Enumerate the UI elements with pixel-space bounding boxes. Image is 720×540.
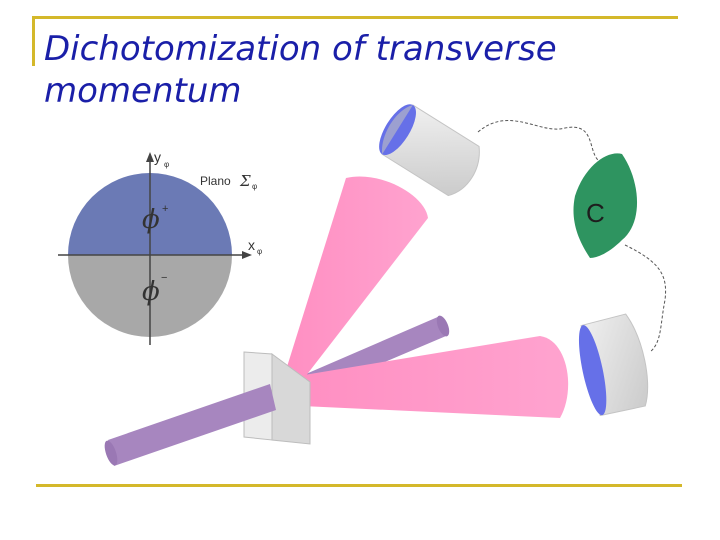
pink-beam-lower (298, 336, 569, 418)
violet-beam-input-end (104, 440, 118, 466)
detector-lower-lens-icon (578, 325, 607, 416)
violet-beam-input (108, 384, 276, 466)
detector-lower (578, 313, 649, 417)
left-rule-tick (32, 16, 35, 66)
y-axis-label: y (154, 149, 161, 165)
coincidence-counter (573, 153, 638, 258)
violet-beam-upper-end (436, 315, 450, 337)
detector-upper (379, 104, 480, 197)
plane-subscript: φ (252, 182, 257, 191)
bottom-rule (36, 484, 682, 487)
slide-title: Dichotomization of transverse momentum (44, 29, 557, 111)
pink-beam-upper (286, 176, 428, 377)
plane-symbol: Σ (239, 172, 251, 190)
coincidence-label: C (586, 198, 605, 228)
phi-minus-sign: − (161, 272, 167, 284)
phi-plus-symbol: ϕ (142, 205, 160, 235)
x-axis-label: x (248, 237, 255, 253)
plane-label: Plano (200, 174, 231, 188)
x-axis-arrow (242, 251, 252, 259)
phi-minus-symbol: ϕ (142, 277, 160, 307)
top-rule (32, 16, 678, 19)
x-axis-subscript: φ (257, 247, 262, 256)
y-axis-arrow (146, 152, 154, 162)
coincidence-wire-upper (477, 120, 599, 161)
coincidence-wire-lower (624, 244, 667, 353)
y-axis-subscript: φ (164, 160, 169, 169)
phi-plus-sign: + (162, 203, 168, 215)
